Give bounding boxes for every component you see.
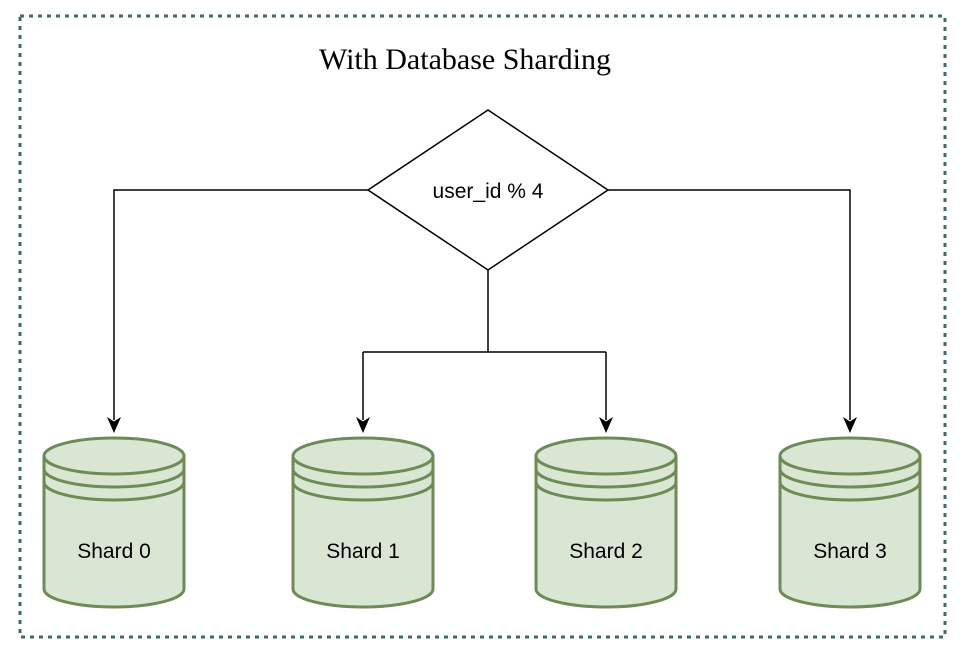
arrowhead-shard0 (107, 417, 121, 433)
connector-to-shard1-shard2 (362, 270, 607, 420)
decision-node: user_id % 4 (366, 109, 610, 271)
shard2-label: Shard 2 (569, 540, 643, 563)
diagram-title: With Database Sharding (319, 43, 611, 76)
shard0-cylinder-rings (42, 454, 186, 502)
decision-label: user_id % 4 (433, 180, 544, 203)
shard0-cylinder-body (42, 436, 186, 609)
decision-diamond-shape (366, 109, 610, 271)
shard0-cylinder: Shard 0 (42, 436, 186, 609)
shard2-cylinder-rings (534, 454, 678, 502)
shard1-cylinder: Shard 1 (291, 436, 435, 609)
shard3-cylinder-rings (778, 454, 922, 502)
shard0-label: Shard 0 (77, 540, 151, 563)
arrowhead-shard3 (843, 417, 857, 433)
dashed-border (18, 14, 947, 639)
shard3-label: Shard 3 (813, 540, 887, 563)
shard1-label: Shard 1 (326, 540, 400, 563)
connector-to-shard3 (608, 189, 851, 420)
arrowheads (107, 417, 857, 433)
shard2-cylinder-body (534, 436, 678, 609)
shard2-cylinder: Shard 2 (534, 436, 678, 609)
shard3-cylinder-body (778, 436, 922, 609)
shard1-cylinder-body (291, 436, 435, 609)
shard3-cylinder: Shard 3 (778, 436, 922, 609)
connector-to-shard0 (113, 189, 368, 420)
shard1-cylinder-rings (291, 454, 435, 502)
connectors (113, 189, 851, 420)
arrowhead-shard2 (599, 417, 613, 433)
arrowhead-shard1 (356, 417, 370, 433)
